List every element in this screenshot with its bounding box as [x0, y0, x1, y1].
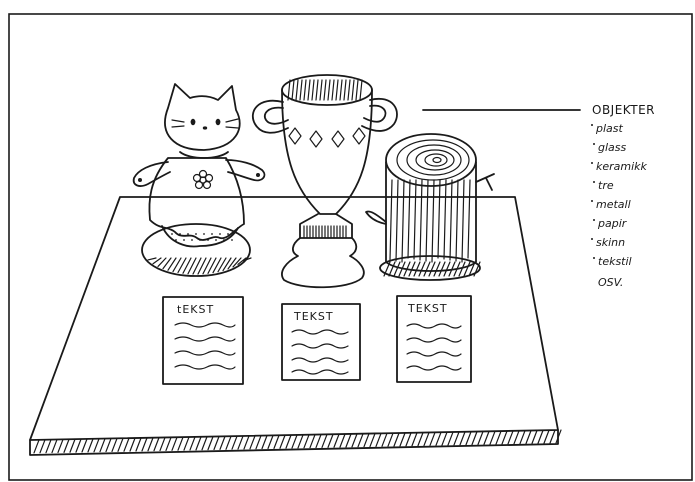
cup-left-handle-inner [263, 106, 289, 125]
cup-right-handle [361, 97, 398, 132]
legend-bullet [591, 162, 593, 164]
cup-left-handle [252, 99, 289, 134]
legend-item: metall [596, 198, 631, 211]
text-card-2: TEKST [281, 303, 361, 381]
legend-bullet [593, 219, 595, 221]
card-title: TEKST [293, 310, 334, 323]
card-frame [162, 296, 244, 385]
legend-bullet [591, 200, 593, 202]
cat-dress-dots [171, 233, 233, 241]
cat-base-hatching [147, 257, 252, 275]
display-platform [29, 196, 562, 456]
cup-stem-rings [303, 225, 347, 239]
card-text-lines [291, 329, 349, 375]
diamond-icon [331, 130, 345, 148]
stump-body [385, 161, 477, 272]
cat-dress-ruffle [161, 225, 239, 248]
text-card-3: TEKST [396, 295, 472, 383]
stump-branch [475, 173, 495, 191]
legend-item: keramikk [596, 160, 648, 173]
card-title: tEKST [177, 303, 214, 316]
cat-right-arm [225, 159, 266, 182]
card-text-lines [174, 322, 236, 370]
legend-bullet [593, 257, 595, 259]
cat-figurine [132, 83, 266, 277]
legend-bullet [593, 143, 595, 145]
cat-base [141, 223, 251, 277]
cat-left-eye [190, 118, 196, 126]
cat-head [164, 83, 241, 151]
diamond-icon [309, 130, 323, 148]
cup-stem [299, 213, 353, 239]
diamond-icon [352, 127, 366, 145]
legend-item: skinn [596, 236, 625, 249]
stump-tree-rings [396, 139, 470, 181]
cat-left-paw [138, 178, 142, 182]
cup-foot [281, 237, 365, 289]
legend-item: tre [598, 179, 614, 192]
trophy-cup [252, 74, 398, 289]
cat-left-arm [132, 161, 171, 187]
legend-bullet [591, 124, 593, 126]
stump-bark-lines [389, 179, 471, 263]
legend-bullet [591, 238, 593, 240]
cat-dress [148, 157, 245, 241]
card-text-lines [406, 323, 462, 371]
materials-legend: OBJEKTER plast glass keramikk tre metall papi… [591, 103, 655, 289]
text-card-1: tEKST [162, 296, 244, 385]
cat-whiskers [171, 118, 239, 129]
diamond-icon [288, 127, 302, 145]
platform-edge-hatching [33, 429, 562, 454]
flower-icon [192, 169, 214, 190]
cat-right-paw [256, 173, 260, 177]
stump-base [379, 255, 481, 281]
legend-item: tekstil [598, 255, 632, 268]
legend-item: plast [595, 122, 624, 135]
stump-leaf [365, 210, 387, 225]
card-title: TEKST [407, 302, 448, 315]
cat-collar [179, 151, 229, 159]
cup-bowl [281, 89, 373, 215]
stump-top [385, 133, 477, 187]
legend-title: OBJEKTER [592, 103, 655, 117]
paper-frame [8, 13, 693, 481]
tree-stump [365, 133, 495, 281]
card-frame [281, 303, 361, 381]
cup-rim [281, 74, 373, 106]
cup-rim-hatching [287, 79, 363, 101]
cat-right-eye [215, 118, 221, 126]
legend-item: papir [597, 217, 628, 230]
legend-footer: OSV. [598, 276, 623, 289]
cat-nose [202, 126, 208, 130]
legend-item: glass [598, 141, 627, 154]
card-frame [396, 295, 472, 383]
legend-bullet [593, 181, 595, 183]
